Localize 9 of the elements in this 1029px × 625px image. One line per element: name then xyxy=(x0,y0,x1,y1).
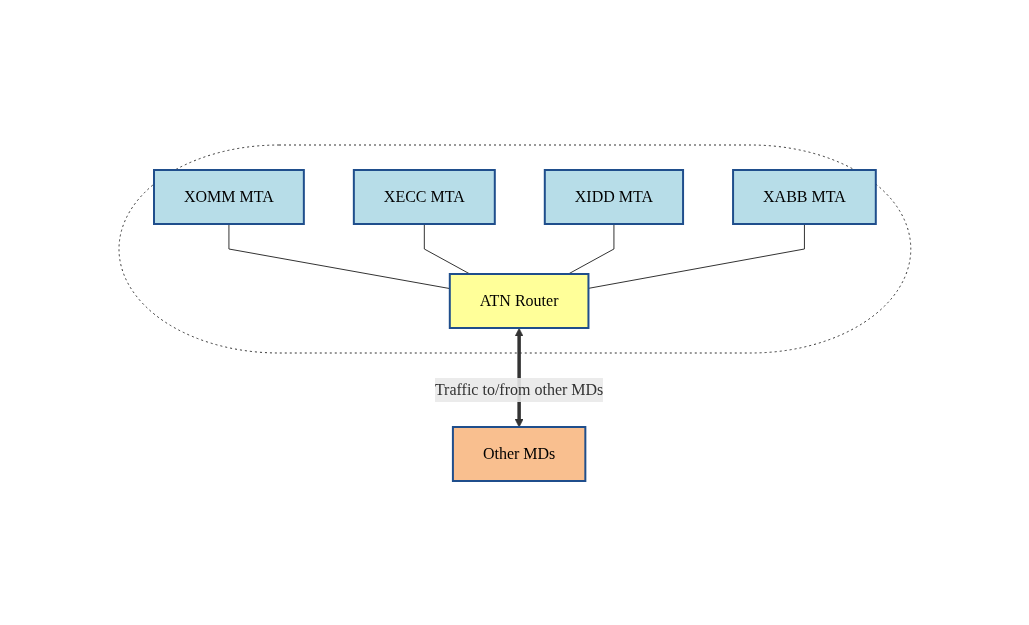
node-box: XIDD MTA xyxy=(543,168,684,225)
node-box: XOMM MTA xyxy=(152,168,305,225)
node-box: XECC MTA xyxy=(352,168,496,225)
node-box: XABB MTA xyxy=(731,168,877,225)
connector xyxy=(423,223,470,274)
edge-label: Traffic to/from other MDs xyxy=(434,380,603,398)
node-box: ATN Router xyxy=(448,272,590,329)
connector xyxy=(228,223,450,289)
node-box: Other MDs xyxy=(451,425,586,482)
